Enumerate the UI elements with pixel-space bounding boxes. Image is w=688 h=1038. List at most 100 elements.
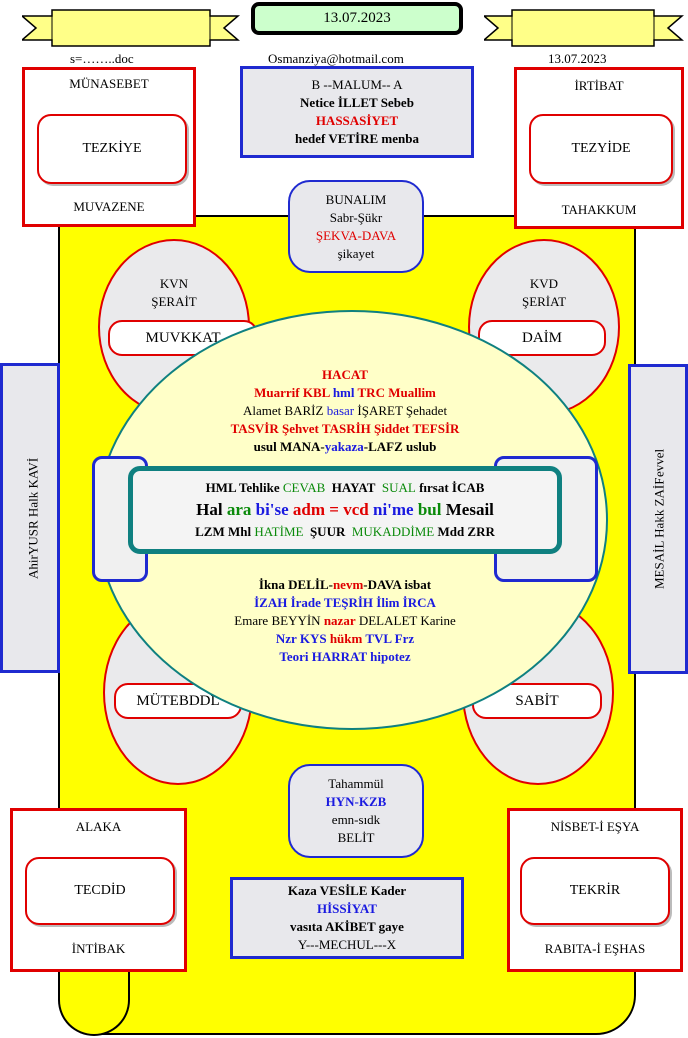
bottom-center-line3: vasıta AKİBET gaye	[290, 919, 404, 934]
box-top-right-inner: TEZYİDE	[529, 114, 673, 184]
circle-b3-b: nazar	[323, 613, 356, 628]
ellipse-top-right-labels: KVD ŞERİAT	[470, 275, 618, 311]
center-box: HML Tehlike CEVAB HAYAT SUAL fırsat İCAB…	[128, 466, 562, 554]
circle-b4-e: Frz	[394, 631, 415, 646]
bottom-center-line1: Kaza VESİLE Kader	[287, 883, 407, 898]
center-r2-e: = vcd	[329, 500, 369, 519]
center-r3-d: MUKADDİME	[351, 524, 435, 539]
circle-b2: İZAH İrade TEŞRİH İlim İRCA	[254, 595, 436, 610]
circle-r2-c: hml	[332, 385, 355, 400]
circle-b3-c: DELALET Karine	[358, 613, 456, 628]
circle-bottom-text: İkna DELİL-nevm-DAVA isbat İZAH İrade TE…	[170, 576, 520, 666]
pill-lower: Tahammül HYN-KZB emn-sıdk BELİT	[288, 764, 424, 858]
center-r2-f: ni'me	[372, 500, 414, 519]
circle-r2-d: TRC	[357, 385, 385, 400]
box-top-left-bottom: MUVAZENE	[73, 199, 145, 214]
center-r2-d: adm	[292, 500, 326, 519]
box-bottom-left: ALAKA TECDİD İNTİBAK	[10, 808, 187, 972]
bottom-center-line4: Y---MECHUL---X	[297, 937, 397, 952]
circle-b5: Teori HARRAT hipotez	[279, 649, 411, 664]
side-right-line1: MESAİL Hakk ZAİF	[651, 477, 667, 589]
ellipse-top-right-line1: KVD	[529, 276, 559, 291]
circle-r4-c: TASRİH	[321, 421, 371, 436]
top-center-line4: hedef VETİRE menba	[294, 131, 419, 146]
box-bottom-right-inner: TEKRİR	[520, 857, 670, 925]
box-bottom-left-inner: TECDİD	[25, 857, 175, 925]
circle-r5-b: yakaza	[324, 439, 364, 454]
box-top-right-top: İRTİBAT	[574, 78, 624, 93]
circle-b1-a: İkna DELİL-	[258, 577, 333, 592]
side-left-line2: YUSR Halk KAVİ	[25, 457, 41, 555]
date-box: 13.07.2023	[251, 2, 463, 35]
box-bottom-right: NİSBET-İ EŞYA TEKRİR RABITA-İ EŞHAS	[507, 808, 683, 972]
center-r2-a: Hal	[196, 500, 223, 519]
top-center-line2: Netice İLLET Sebeb	[300, 95, 414, 110]
bottom-center-line2: HİSSİYAT	[317, 901, 377, 916]
box-bottom-left-bottom: İNTİBAK	[71, 941, 126, 956]
box-top-center: B --MALUM-- A Netice İLLET Sebeb HASSASİ…	[240, 66, 474, 158]
center-r3-b: HATİME	[254, 524, 304, 539]
circle-b4-a: Nzr	[275, 631, 297, 646]
circle-top-text: HACAT Muarrif KBL hml TRC Muallim Alamet…	[150, 366, 540, 456]
box-bottom-left-top: ALAKA	[75, 819, 122, 834]
circle-r3-b: basar	[326, 403, 355, 418]
circle-r4-b: Şehvet	[282, 421, 319, 436]
top-center-line3: HASSASİYET	[315, 113, 399, 128]
ribbon-left-icon	[22, 9, 240, 47]
pill-lower-line1: Tahammül	[328, 776, 384, 791]
side-left-text: Ahir YUSR Halk KAVİ	[17, 366, 49, 670]
side-right-text: MESAİL Hakk ZAİF evvel	[643, 367, 675, 671]
box-top-right-bottom: TAHAKKUM	[561, 202, 637, 217]
center-r1-b: CEVAB	[282, 480, 326, 495]
ellipse-top-left-line2: ŞERAİT	[151, 294, 197, 309]
email-text: Osmanziya@hotmail.com	[268, 51, 404, 66]
circle-b1-b: nevm	[332, 577, 364, 592]
circle-r5-c: -LAFZ uslub	[363, 439, 437, 454]
circle-r2-b: KBL	[302, 385, 330, 400]
circle-b4-d: TVL	[365, 631, 392, 646]
ellipse-top-left-line1: KVN	[159, 276, 189, 291]
circle-b1-c: -DAVA isbat	[363, 577, 432, 592]
file-note: s=……..doc	[70, 51, 134, 66]
circle-r3-a: Alamet BARİZ	[242, 403, 324, 418]
circle-b4-c: hükm	[329, 631, 363, 646]
center-r3-c: ŞUUR	[309, 524, 346, 539]
circle-r4-e: TEFSİR	[412, 421, 460, 436]
ellipse-top-left-labels: KVN ŞERAİT	[100, 275, 248, 311]
top-center-line1: B --MALUM-- A	[311, 77, 403, 92]
ellipse-top-right-line2: ŞERİAT	[521, 294, 567, 309]
center-r1-e: fırsat İCAB	[419, 480, 485, 495]
center-r3-e: Mdd ZRR	[437, 524, 495, 539]
circle-r4-d: Şiddet	[374, 421, 410, 436]
circle-b3-a: Emare BEYYİN	[234, 613, 321, 628]
box-top-right: İRTİBAT TEZYİDE TAHAKKUM	[514, 67, 684, 229]
pill-upper-line2: Sabr-Şükr	[329, 209, 383, 225]
pill-upper: BUNALIM Sabr-Şükr ŞEKVA-DAVA şikayet	[288, 180, 424, 273]
circle-b4-b: KYS	[299, 631, 327, 646]
pill-lower-line4: BELİT	[337, 830, 375, 845]
box-top-left: MÜNASEBET TEZKİYE MUVAZENE	[22, 67, 196, 227]
center-r2-b: ara	[226, 500, 252, 519]
pill-lower-line2: HYN-KZB	[325, 794, 387, 809]
pill-upper-line4: şikayet	[337, 245, 375, 261]
circle-r2-a: Muarrif	[254, 385, 300, 400]
center-r1-a: HML Tehlike	[205, 480, 280, 495]
box-bottom-center: Kaza VESİLE Kader HİSSİYAT vasıta AKİBET…	[230, 877, 464, 959]
circle-r4-a: TASVİR	[230, 421, 279, 436]
center-r1-d: SUAL	[381, 480, 416, 495]
circle-r5-a: usul MANA-	[253, 439, 325, 454]
side-right-line2: evvel	[651, 449, 667, 478]
center-r2-g: bul	[417, 500, 442, 519]
yellow-leg-left	[58, 960, 130, 1036]
box-bottom-right-top: NİSBET-İ EŞYA	[550, 819, 640, 834]
center-r2-c: bi'se	[255, 500, 289, 519]
box-bottom-right-bottom: RABITA-İ EŞHAS	[544, 941, 646, 956]
box-top-left-top: MÜNASEBET	[69, 76, 149, 91]
center-r3-a: LZM Mhl	[195, 524, 252, 539]
pill-upper-line3: ŞEKVA-DAVA	[315, 227, 397, 243]
side-left-line1: Ahir	[25, 554, 41, 579]
side-box-right: MESAİL Hakk ZAİF evvel	[628, 364, 688, 674]
center-r1-c: HAYAT	[331, 480, 376, 495]
pill-lower-line3: emn-sıdk	[331, 812, 381, 827]
circle-top-title: HACAT	[322, 367, 368, 382]
